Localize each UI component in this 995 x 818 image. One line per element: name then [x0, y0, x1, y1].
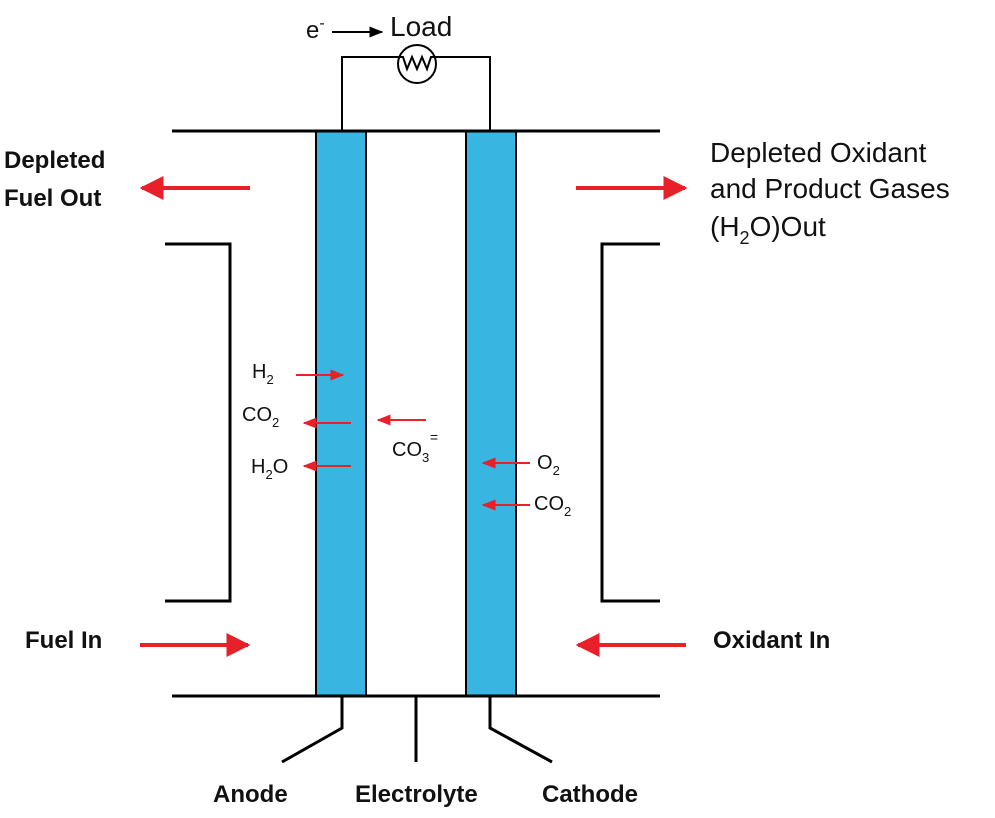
cathode-lead	[488, 696, 553, 764]
h2-label: H2	[252, 361, 274, 387]
depleted-fuel-out-label: Depleted Fuel Out	[4, 147, 112, 212]
co3-label: CO3	[392, 439, 429, 465]
anode-label: Anode	[213, 781, 288, 808]
cathode-label: Cathode	[542, 781, 638, 808]
anode-gas-channel	[165, 242, 232, 603]
external-circuit-wire-right	[436, 56, 491, 131]
anode-layer	[315, 130, 367, 697]
depleted-oxidant-label: Depleted Oxidant and Product Gases	[710, 137, 950, 204]
electron-label: e-	[306, 15, 325, 44]
oxidant-in-label: Oxidant In	[713, 627, 830, 654]
load-label: Load	[390, 11, 452, 42]
h2o-label: H2O	[251, 456, 288, 482]
product-gas-out-label: (H2O)Out	[710, 211, 826, 248]
electrolyte-label: Electrolyte	[355, 781, 478, 808]
o2-label: O2	[537, 452, 560, 478]
co3-charge-label: =	[430, 429, 438, 445]
anode-lead	[281, 696, 344, 764]
external-circuit-wire	[341, 56, 398, 131]
co2-anode-label: CO2	[242, 404, 279, 430]
fuel-in-label: Fuel In	[25, 627, 102, 654]
resistor-in-circle-icon	[397, 44, 437, 84]
cathode-layer	[465, 130, 517, 697]
co2-cathode-label: CO2	[534, 493, 571, 519]
cathode-gas-channel	[600, 242, 660, 603]
